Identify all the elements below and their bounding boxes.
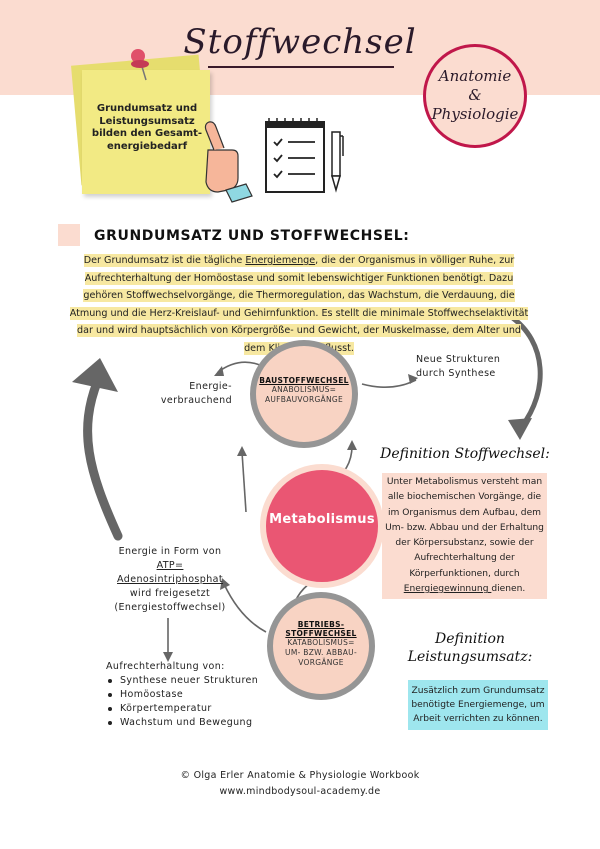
intro-after: , die der Organismus in völliger Ruhe, z…: [69, 255, 529, 354]
page-title: Stoffwechsel: [183, 22, 417, 62]
baustoffwechsel-circle: [250, 340, 358, 448]
arrow-to-bau: [241, 451, 247, 513]
ea-line4: wird freigesetzt: [129, 588, 211, 599]
betr-sub3: VORGÄNGE: [298, 658, 344, 667]
def-sw-before: Unter Metabolismus versteht man alle bio…: [385, 477, 544, 579]
arrow-betr-to-energie: [223, 583, 267, 633]
ev-line1: Energie-: [189, 381, 232, 392]
def-lu-title1: Definition: [435, 631, 505, 647]
list-item: Homöostase: [106, 688, 258, 702]
aufrechterhaltung-title: Aufrechterhaltung von:: [106, 661, 225, 672]
sticky-note-text: Grundumsatz und Leistungsumsatz bilden d…: [91, 103, 203, 152]
betriebsstoffwechsel-label: BETRIEBS- STOFFWECHSEL KATABOLISMUS= UM-…: [267, 620, 375, 668]
cycle-return-arrow: [72, 358, 123, 541]
aufrechterhaltung-list: Synthese neuer Strukturen Homöostase Kör…: [106, 674, 258, 730]
betr-sub2: UM- BZW. ABBAU-: [285, 648, 357, 657]
ea-line5: (Energiestoffwechsel): [114, 602, 226, 613]
anatomie-physiologie-badge: Anatomie & Physiologie: [423, 44, 527, 148]
bau-sub1: ANABOLISMUS=: [271, 385, 337, 394]
badge-line-3: Physiologie: [431, 105, 519, 123]
ns-line2: durch Synthese: [416, 368, 496, 379]
baustoffwechsel-label: BAUSTOFFWECHSEL ANABOLISMUS= AUFBAUVORGÄ…: [250, 376, 358, 405]
clipboard-checklist-icon: [265, 118, 325, 193]
intro-paragraph: Der Grundumsatz ist die tägliche Energie…: [68, 252, 530, 358]
definition-stoffwechsel-title: Definition Stoffwechsel:: [380, 446, 550, 462]
def-sw-link: Energiegewinnung: [403, 584, 492, 595]
definition-stoffwechsel-box: Unter Metabolismus versteht man alle bio…: [382, 473, 547, 600]
footer-url[interactable]: www.mindbodysoul-academy.de: [219, 786, 381, 797]
neue-strukturen-label: Neue Strukturen durch Synthese: [416, 353, 500, 381]
betriebsstoffwechsel-circle: [267, 592, 375, 700]
pushpin-icon: [131, 49, 149, 81]
pointing-hand-icon: [204, 121, 253, 203]
bau-sub2: AUFBAUVORGÄNGE: [264, 395, 344, 404]
footer-copyright: © Olga Erler Anatomie & Physiologie Work…: [180, 770, 420, 781]
definition-leistungsumsatz-box: Zusätzlich zum Grundumsatz benötigte Ene…: [408, 680, 548, 730]
intro-link: Energiemenge: [245, 255, 316, 266]
bau-title: BAUSTOFFWECHSEL: [259, 376, 349, 385]
betr-sub1: KATABOLISMUS=: [287, 638, 355, 647]
metabolismus-circle: [260, 464, 384, 588]
badge-line-2: &: [468, 86, 482, 104]
title-underline: [208, 66, 394, 68]
definition-leistungsumsatz-title: Definition Leistungsumsatz:: [400, 630, 540, 666]
badge-line-1: Anatomie: [438, 67, 512, 85]
ev-line2: verbrauchend: [160, 395, 232, 406]
betr-title1: BETRIEBS-: [297, 620, 345, 629]
list-item: Körpertemperatur: [106, 702, 258, 716]
badge-text: Anatomie & Physiologie: [426, 67, 524, 124]
metabolismus-label: Metabolismus: [269, 512, 375, 527]
betr-title2: STOFFWECHSEL: [285, 629, 357, 638]
section-heading: GRUNDUMSATZ UND STOFFWECHSEL:: [94, 228, 410, 244]
sticky-note: [82, 70, 210, 194]
synthesis-arrow: [507, 313, 543, 440]
ea-atp: ATP=: [156, 560, 184, 571]
arrow-bau-neue-strukturen: [361, 379, 417, 388]
footer: © Olga Erler Anatomie & Physiologie Work…: [0, 768, 600, 800]
energie-atp-label: Energie in Form von ATP= Adenosintriphos…: [96, 545, 244, 615]
ea-line3: Adenosintriphosphat: [117, 574, 223, 585]
list-item: Wachstum und Bewegung: [106, 716, 258, 730]
ns-line1: Neue Strukturen: [416, 354, 501, 365]
def-lu-title2: Leistungsumsatz:: [407, 649, 533, 665]
heading-marker: [58, 224, 80, 246]
intro-before: Der Grundumsatz ist die tägliche: [83, 255, 246, 266]
ea-line1: Energie in Form von: [118, 546, 222, 557]
def-sw-after: dienen.: [491, 584, 526, 595]
list-item: Synthese neuer Strukturen: [106, 674, 258, 688]
pen-icon: [331, 131, 344, 193]
energie-verbrauchend-label: Energie- verbrauchend: [148, 380, 232, 408]
